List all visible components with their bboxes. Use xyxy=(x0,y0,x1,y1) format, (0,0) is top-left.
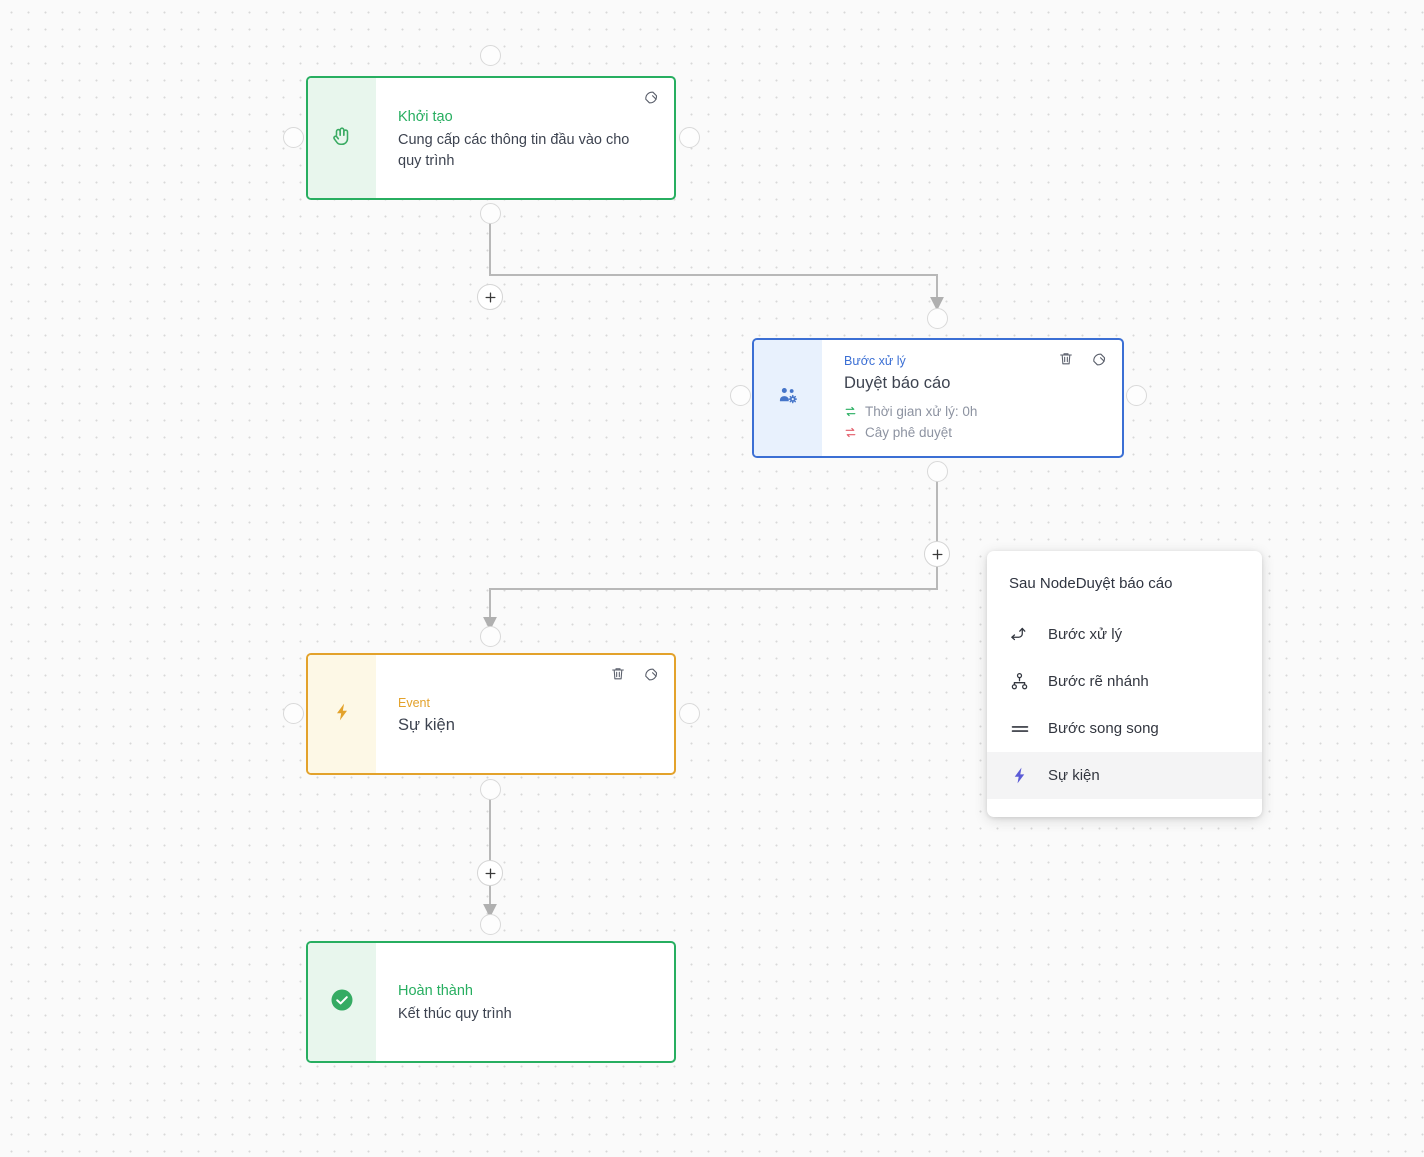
edit-icon[interactable] xyxy=(642,665,660,683)
node-process-actions[interactable] xyxy=(1057,350,1108,368)
edge-start-to-process xyxy=(489,214,944,311)
node-end-icon-band xyxy=(308,943,376,1061)
node-event-kicker: Event xyxy=(398,695,430,710)
node-process-body: Bước xử lý Duyệt báo cáo Thời gian xử lý… xyxy=(822,340,1122,456)
handle-event-right[interactable] xyxy=(679,703,700,724)
node-end-body: Hoàn thành Kết thúc quy trình xyxy=(376,943,674,1061)
meta-row-approval-tree: Cây phê duyệt xyxy=(844,423,1104,442)
check-circle-icon xyxy=(330,988,354,1017)
node-end-description: Kết thúc quy trình xyxy=(398,1006,512,1022)
node-event-icon-band xyxy=(308,655,376,773)
users-gear-icon xyxy=(777,385,799,412)
menu-item-label: Bước song song xyxy=(1048,720,1159,737)
edge-process-to-event xyxy=(483,472,938,631)
handle-process-bottom[interactable] xyxy=(927,461,948,482)
arrow-turn-icon xyxy=(1009,624,1030,645)
menu-item-su-kien[interactable]: Sự kiện xyxy=(987,752,1262,799)
node-start-actions[interactable] xyxy=(642,88,660,106)
menu-item-label: Sự kiện xyxy=(1048,767,1100,784)
handle-start-left[interactable] xyxy=(283,127,304,148)
handle-process-left[interactable] xyxy=(730,385,751,406)
edit-icon[interactable] xyxy=(642,88,660,106)
add-node-after-start-button[interactable] xyxy=(477,284,503,310)
handle-event-bottom[interactable] xyxy=(480,779,501,800)
node-end[interactable]: Hoàn thành Kết thúc quy trình xyxy=(306,941,676,1063)
node-end-kicker: Hoàn thành xyxy=(398,983,473,999)
node-process-kicker: Bước xử lý xyxy=(844,354,906,368)
handle-event-top[interactable] xyxy=(480,626,501,647)
handle-start-top[interactable] xyxy=(480,45,501,66)
exchange-arrows-icon xyxy=(844,426,857,439)
node-event-actions[interactable] xyxy=(609,665,660,683)
node-start-body: Khởi tạo Cung cấp các thông tin đầu vào … xyxy=(376,78,674,198)
node-process-icon-band xyxy=(754,340,822,456)
add-node-after-event-button[interactable] xyxy=(477,860,503,886)
tap-hand-icon xyxy=(331,124,353,153)
node-process-meta-list: Thời gian xử lý: 0h Cây phê duyệt xyxy=(844,402,1104,442)
handle-process-right[interactable] xyxy=(1126,385,1147,406)
menu-item-buoc-xu-ly[interactable]: Bước xử lý xyxy=(987,611,1262,658)
meta-label-processing-time: Thời gian xử lý: 0h xyxy=(865,404,978,419)
menu-item-label: Bước rẽ nhánh xyxy=(1048,673,1149,690)
delete-icon[interactable] xyxy=(1057,350,1075,368)
meta-label-approval-tree: Cây phê duyệt xyxy=(865,425,953,440)
edit-icon[interactable] xyxy=(1090,350,1108,368)
node-start[interactable]: Khởi tạo Cung cấp các thông tin đầu vào … xyxy=(306,76,676,200)
parallel-lines-icon xyxy=(1009,718,1030,739)
menu-item-buoc-song-song[interactable]: Bước song song xyxy=(987,705,1262,752)
handle-end-top[interactable] xyxy=(480,914,501,935)
add-node-context-menu[interactable]: Sau NodeDuyệt báo cáo Bước xử lý xyxy=(987,551,1262,817)
node-start-kicker: Khởi tạo xyxy=(398,108,453,125)
handle-start-right[interactable] xyxy=(679,127,700,148)
node-start-description: Cung cấp các thông tin đầu vào cho quy t… xyxy=(398,131,630,169)
handle-event-left[interactable] xyxy=(283,703,304,724)
node-event-title: Sự kiện xyxy=(398,715,455,734)
node-start-icon-band xyxy=(308,78,376,198)
menu-item-buoc-re-nhanh[interactable]: Bước rẽ nhánh xyxy=(987,658,1262,705)
lightning-bolt-icon xyxy=(1009,765,1030,786)
delete-icon[interactable] xyxy=(609,665,627,683)
branch-tree-icon xyxy=(1009,671,1030,692)
node-process-title: Duyệt báo cáo xyxy=(844,374,951,392)
context-menu-title: Sau NodeDuyệt báo cáo xyxy=(1009,575,1173,592)
node-event[interactable]: Event Sự kiện xyxy=(306,653,676,775)
add-node-after-process-button[interactable] xyxy=(924,541,950,567)
node-process[interactable]: Bước xử lý Duyệt báo cáo Thời gian xử lý… xyxy=(752,338,1124,458)
node-event-body: Event Sự kiện xyxy=(376,655,674,773)
menu-item-label: Bước xử lý xyxy=(1048,626,1123,643)
meta-row-processing-time: Thời gian xử lý: 0h xyxy=(844,402,1104,421)
lightning-bolt-icon xyxy=(332,701,352,728)
handle-process-top[interactable] xyxy=(927,308,948,329)
handle-start-bottom[interactable] xyxy=(480,203,501,224)
exchange-arrows-icon xyxy=(844,405,857,418)
